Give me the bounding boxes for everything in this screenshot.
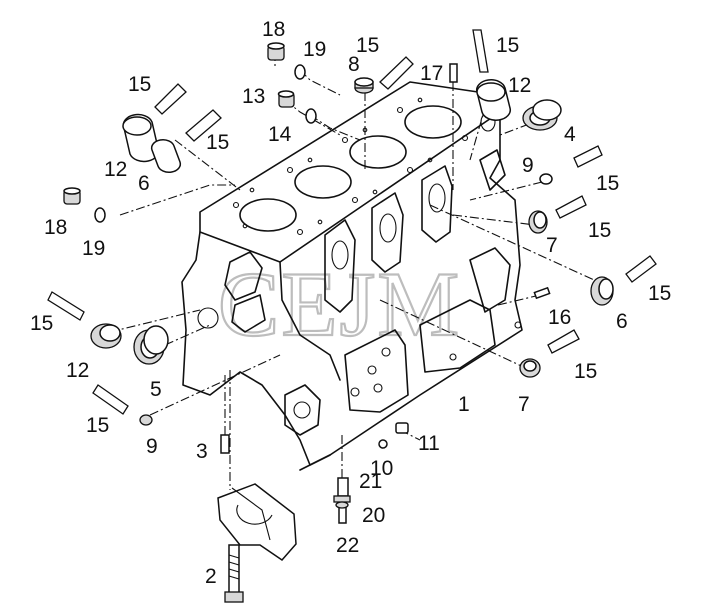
label-12-right: 12 <box>508 74 531 97</box>
plug-9-right <box>539 173 553 185</box>
plug-9-left <box>139 414 153 426</box>
label-15-h: 15 <box>30 312 53 335</box>
label-15-j: 15 <box>86 414 109 437</box>
nut-8 <box>354 77 374 94</box>
ring-19-top <box>294 64 306 80</box>
label-1: 1 <box>458 393 470 416</box>
label-12-left-low: 12 <box>66 359 89 382</box>
label-4: 4 <box>564 123 576 146</box>
label-15-g: 15 <box>648 282 671 305</box>
plug-11 <box>395 422 409 434</box>
label-3: 3 <box>196 440 208 463</box>
nut-7-lower <box>519 358 541 378</box>
label-15-c: 15 <box>128 73 151 96</box>
bolt-2 <box>224 544 244 603</box>
label-15-f: 15 <box>588 219 611 242</box>
label-15-b: 15 <box>496 34 519 57</box>
plug-7-right-top <box>528 210 548 234</box>
bushing-4 <box>522 99 562 131</box>
watermark: CEJM <box>218 253 461 355</box>
plug-18-top <box>267 42 285 61</box>
label-9-left: 9 <box>146 435 158 458</box>
label-16: 16 <box>548 306 571 329</box>
label-18-left: 18 <box>44 216 67 239</box>
label-22: 22 <box>336 534 359 557</box>
cylinder-block <box>181 81 523 471</box>
label-6-left: 6 <box>138 172 150 195</box>
cap-6-right <box>590 276 614 306</box>
bushing-5 <box>133 325 169 365</box>
label-5: 5 <box>150 378 162 401</box>
label-8: 8 <box>348 53 360 76</box>
label-2: 2 <box>205 565 217 588</box>
bolt-20 <box>333 495 351 503</box>
plug-13 <box>277 90 295 108</box>
pin-17 <box>449 63 458 83</box>
label-9-right: 9 <box>522 154 534 177</box>
label-20: 20 <box>362 504 385 527</box>
label-19-top: 19 <box>303 38 326 61</box>
ring-14 <box>305 108 317 124</box>
cap-6-left-top <box>150 139 182 173</box>
cap-12-right-top <box>475 79 512 121</box>
plug-18-left <box>63 187 81 205</box>
pin-16 <box>533 286 551 300</box>
label-15-i: 15 <box>574 360 597 383</box>
label-21: 21 <box>359 470 382 493</box>
label-13: 13 <box>242 85 265 108</box>
label-19-left: 19 <box>82 237 105 260</box>
bolt-21 <box>337 477 349 497</box>
label-15-d: 15 <box>206 131 229 154</box>
assembly-lines <box>109 52 606 490</box>
label-7-right: 7 <box>546 234 558 257</box>
label-12-left-top: 12 <box>104 158 127 181</box>
ring-19-left <box>94 207 106 223</box>
label-18-top: 18 <box>262 18 285 41</box>
label-15-e: 15 <box>596 172 619 195</box>
sealant-tubes <box>47 29 657 415</box>
callout-labels: 18 19 15 8 15 17 15 13 12 15 14 4 12 6 9… <box>30 18 671 588</box>
dowel-3 <box>220 434 230 454</box>
label-11: 11 <box>418 432 440 455</box>
label-15-a: 15 <box>356 34 379 57</box>
label-7-lower: 7 <box>518 393 530 416</box>
cap-12-left-low <box>90 323 122 349</box>
bearing-cap <box>217 483 297 561</box>
label-10: 10 <box>370 457 393 480</box>
plug-10 <box>378 439 388 449</box>
label-6-right: 6 <box>616 310 628 333</box>
label-17: 17 <box>420 62 443 85</box>
label-14: 14 <box>268 123 292 146</box>
bolt-22 <box>335 501 349 524</box>
